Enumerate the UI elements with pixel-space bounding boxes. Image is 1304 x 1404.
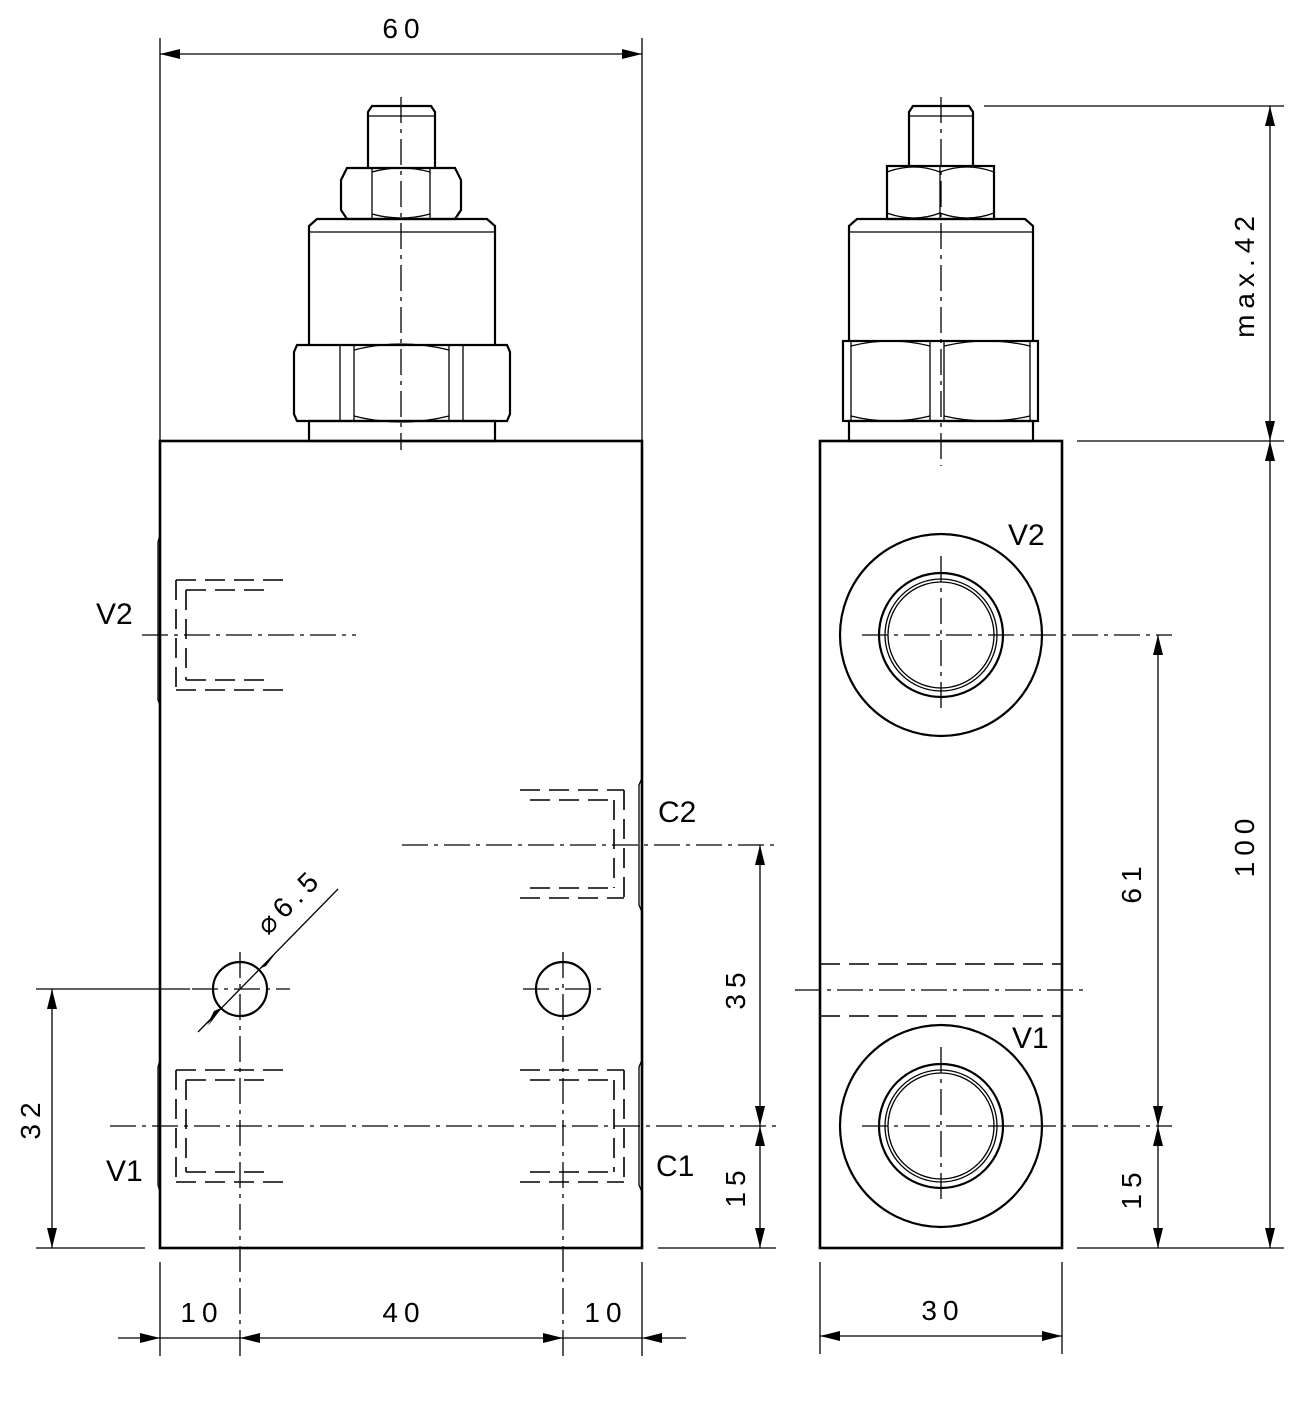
dim-side-15: 15 (1116, 1166, 1147, 1209)
label-front-c1: C1 (656, 1150, 694, 1183)
front-view (110, 97, 780, 1356)
dim-32: 32 (15, 1096, 46, 1139)
dim-overall-width: 60 (382, 13, 425, 44)
label-side-v2: V2 (1008, 519, 1045, 552)
front-body (158, 439, 644, 1250)
front-cartridge (292, 104, 512, 443)
side-dimensions (819, 105, 1284, 1354)
side-port-v2 (838, 532, 1172, 738)
dim-side-width: 30 (921, 1295, 964, 1326)
dim-40: 40 (382, 1297, 425, 1328)
dim-front-15: 15 (720, 1164, 751, 1207)
dim-hole-diameter: ⌀6.5 (250, 862, 328, 940)
front-dimensions (36, 38, 776, 1356)
label-front-c2: C2 (658, 796, 696, 829)
dim-100: 100 (1229, 813, 1260, 878)
dim-right-10: 10 (584, 1297, 627, 1328)
dim-61: 61 (1116, 860, 1147, 903)
label-front-v2: V2 (96, 598, 133, 631)
front-port-c2 (520, 777, 643, 913)
dim-35: 35 (720, 966, 751, 1009)
side-view (795, 97, 1172, 1250)
dim-left-10: 10 (180, 1297, 223, 1328)
side-port-v1 (838, 1023, 1172, 1229)
label-front-v1: V1 (106, 1155, 143, 1188)
front-port-v2 (142, 534, 356, 706)
dim-max-42: max.42 (1229, 210, 1260, 338)
label-side-v1: V1 (1012, 1022, 1049, 1055)
